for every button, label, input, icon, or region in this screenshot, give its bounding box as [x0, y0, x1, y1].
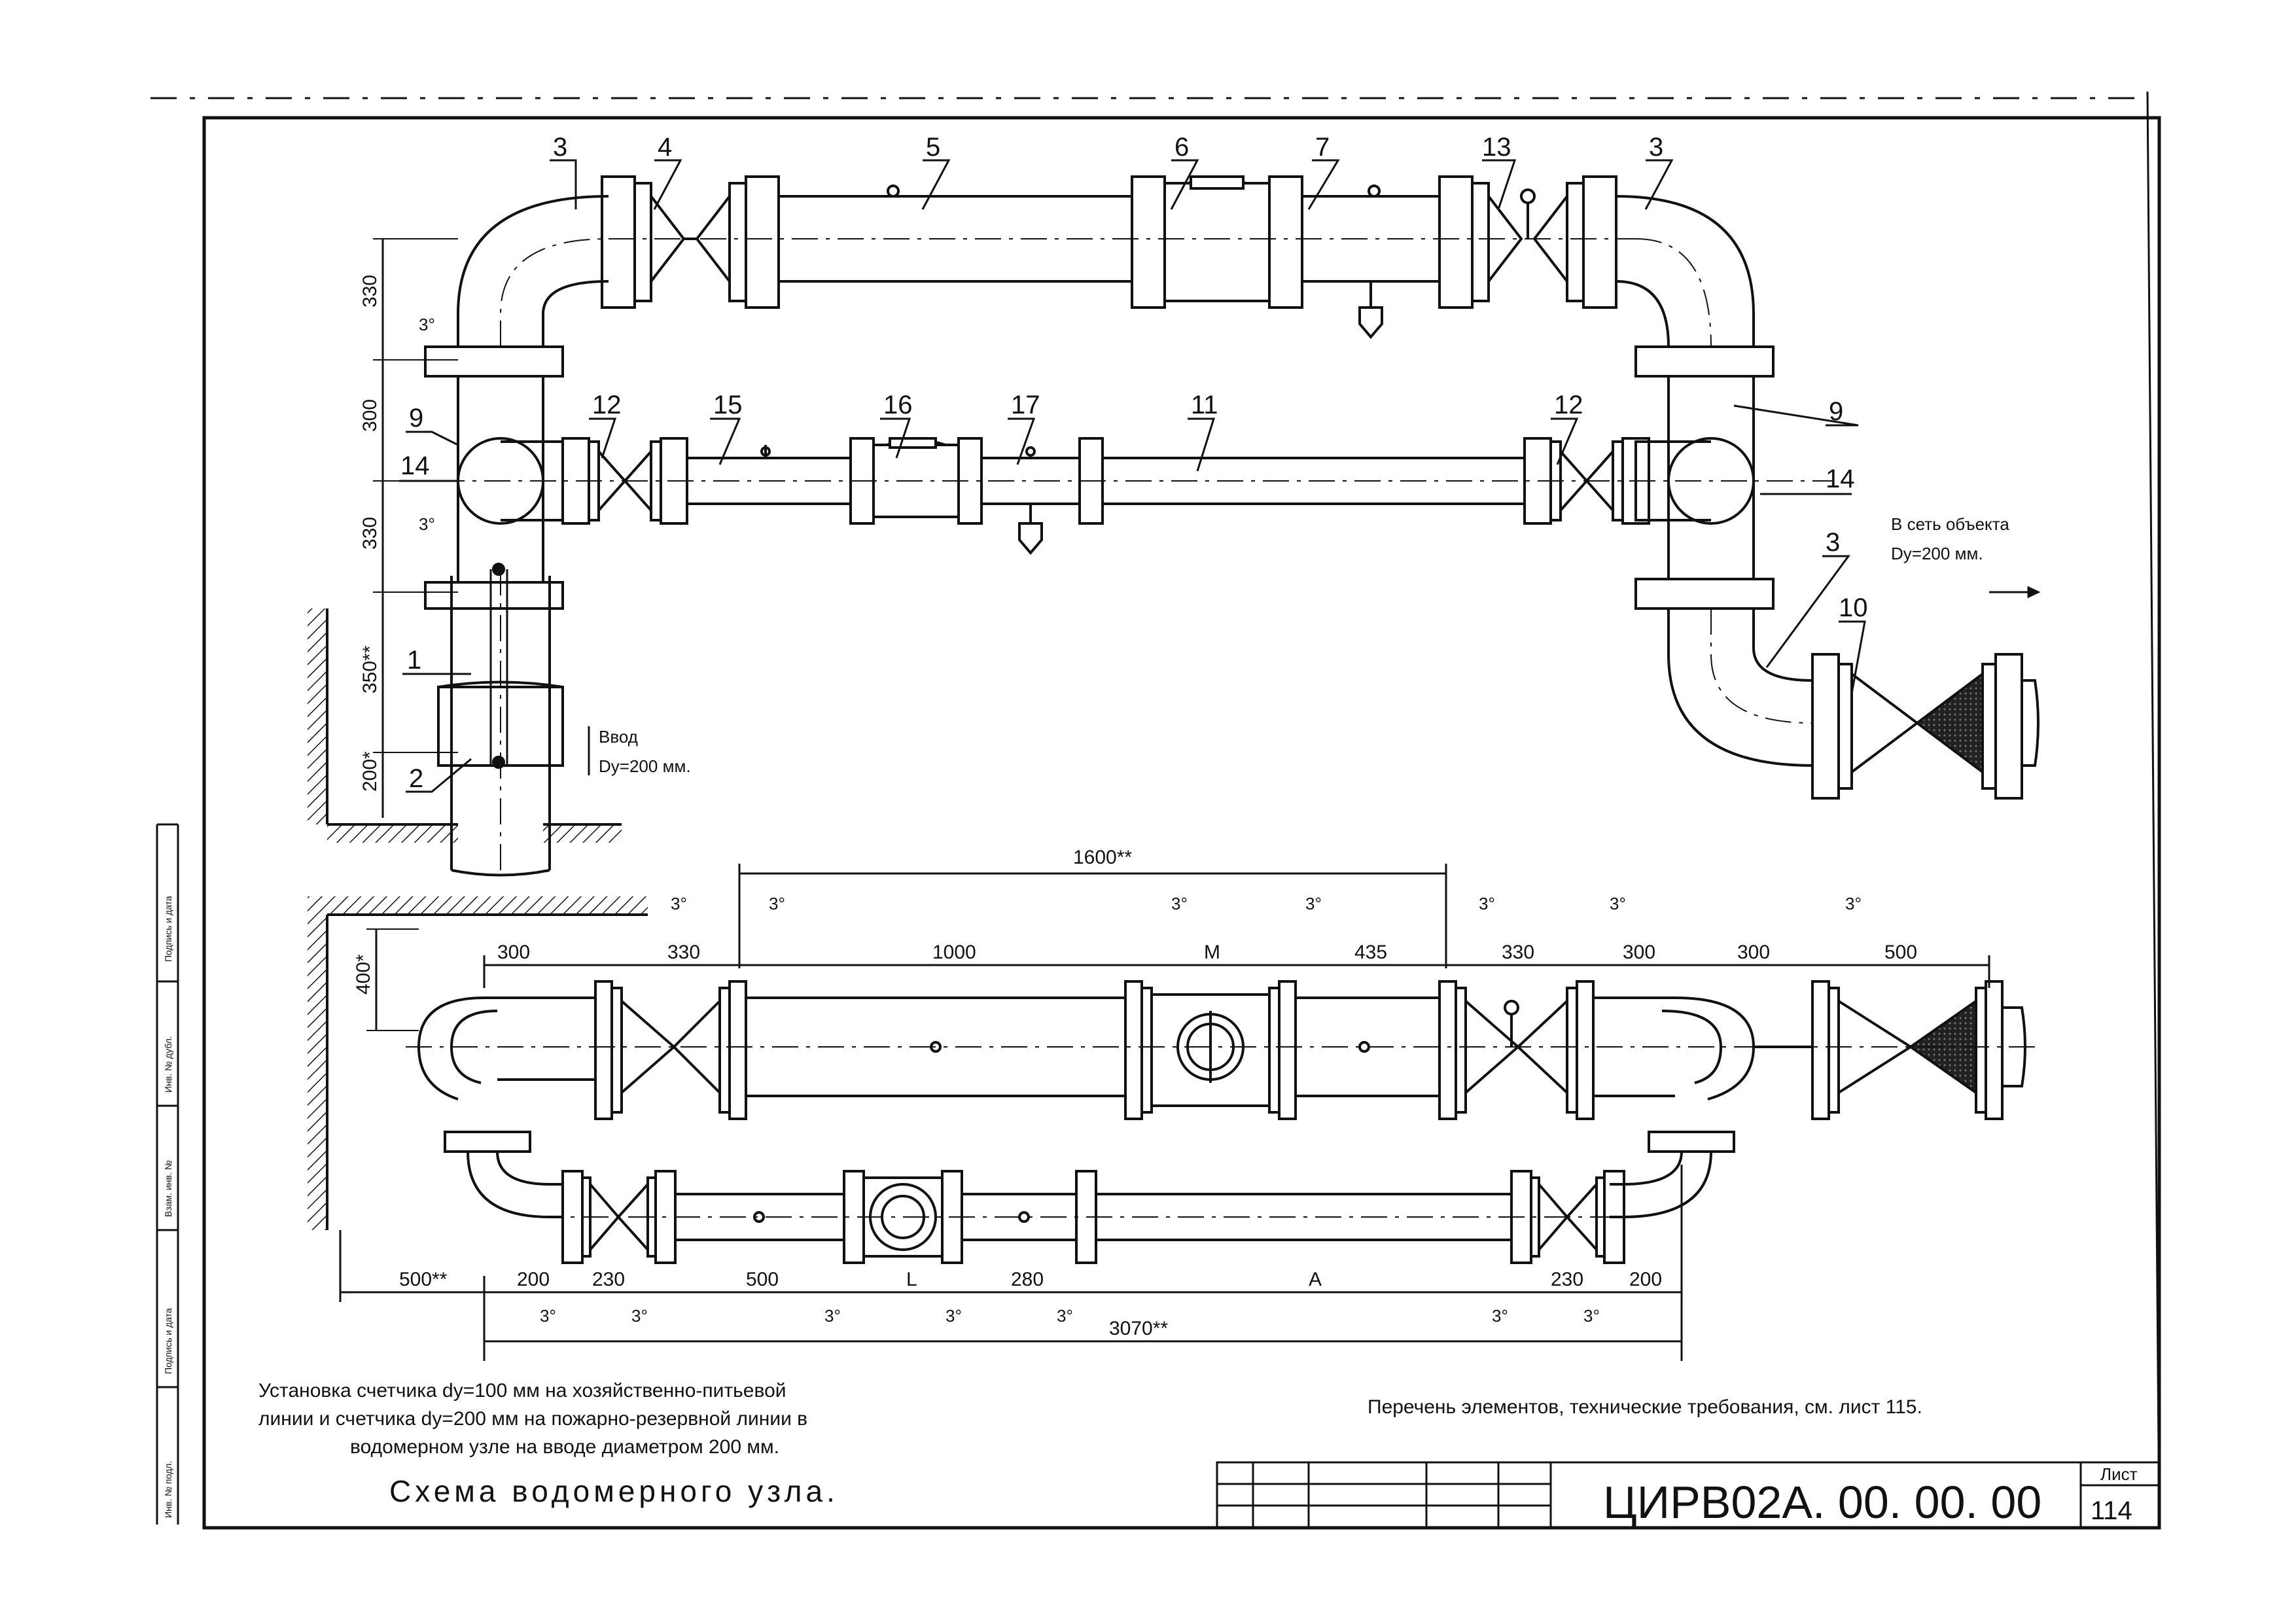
plan-bottom-dim-7: A — [1309, 1269, 1322, 1290]
pos-1: 1 — [407, 646, 421, 675]
drawing-title: Схема водомерного узла. — [389, 1474, 839, 1508]
outlet-arrow — [1989, 586, 2041, 599]
sheet-frame — [150, 91, 2161, 1530]
plan-bottom-dim-8: 230 — [1551, 1269, 1583, 1290]
plan-bottom-dim-6: 280 — [1011, 1269, 1044, 1290]
plan-top-dim-3: 1000 — [932, 942, 976, 963]
position-leaders — [399, 159, 1866, 793]
plan-dimension-lines — [339, 864, 1990, 1361]
outlet-label-1: В сеть объекта — [1891, 514, 2009, 534]
plan-angle-1: 3° — [671, 894, 687, 913]
plan-angle-7: 3° — [1845, 894, 1862, 913]
plan-top-dim-2: 330 — [667, 942, 700, 963]
outlet-label-2: Dy=200 мм. — [1891, 544, 1983, 563]
plan-view — [308, 896, 2035, 1264]
plan-top-dim-5: 435 — [1354, 942, 1387, 963]
side-label-2: Инв. № дубл. — [163, 1036, 173, 1093]
side-label-1: Подпись и дата — [163, 896, 173, 962]
angle-mark-left-2: 3° — [419, 514, 435, 534]
pos-6: 6 — [1174, 133, 1189, 162]
elevation-dimensions — [373, 238, 458, 818]
pos-12-left: 12 — [592, 391, 622, 419]
plan-bottom-dim-1: 500** — [399, 1269, 448, 1290]
plan-angle-10: 3° — [824, 1306, 841, 1326]
pos-14-left: 14 — [400, 451, 430, 480]
plan-angle-4: 3° — [1305, 894, 1322, 913]
pos-5: 5 — [926, 133, 940, 162]
pos-4: 4 — [658, 133, 672, 162]
pos-11: 11 — [1191, 391, 1218, 419]
elevation-view — [308, 175, 2040, 877]
dim-330-a: 330 — [359, 275, 381, 308]
pos-13: 13 — [1482, 133, 1511, 162]
plan-angle-13: 3° — [1492, 1306, 1508, 1326]
plan-angle-2: 3° — [769, 894, 785, 913]
wall-hatch-vertical — [308, 608, 327, 824]
pos-16: 16 — [883, 391, 913, 419]
plan-angle-5: 3° — [1479, 894, 1495, 913]
side-label-5: Инв. № подл. — [163, 1461, 173, 1518]
floor-hatch — [327, 824, 458, 843]
reference-note: Перечень элементов, технические требован… — [1368, 1396, 1922, 1418]
caption-line-2: линии и счетчика dy=200 мм на пожарно-ре… — [258, 1408, 807, 1430]
title-stamp — [1216, 1461, 2161, 1529]
dim-200: 200* — [359, 751, 381, 792]
plan-top-dim-9: 500 — [1884, 942, 1917, 963]
side-strip — [156, 823, 179, 1525]
plan-bottom-dim-5: L — [906, 1269, 917, 1290]
pos-14-right: 14 — [1826, 465, 1855, 493]
pos-3-right: 3 — [1649, 133, 1663, 162]
side-label-3: Взам. инв. № — [163, 1160, 173, 1217]
pos-12-right: 12 — [1554, 391, 1583, 419]
side-label-4: Подпись и дата — [163, 1308, 173, 1374]
plan-angle-3: 3° — [1171, 894, 1188, 913]
dim-300: 300 — [359, 399, 381, 432]
plan-top-dim-7: 300 — [1623, 942, 1655, 963]
pos-15: 15 — [713, 391, 743, 419]
plan-top-dim-4: M — [1204, 942, 1220, 963]
pos-3-outlet: 3 — [1826, 528, 1840, 557]
pos-3-left: 3 — [553, 133, 567, 162]
plan-bottom-dim-3: 230 — [592, 1269, 625, 1290]
plan-overall-bottom: 3070** — [1109, 1318, 1168, 1339]
sheet-number: 114 — [2091, 1496, 2132, 1525]
pos-9-left: 9 — [409, 404, 423, 432]
plan-angle-14: 3° — [1583, 1306, 1600, 1326]
pos-2: 2 — [409, 764, 423, 793]
sheet-label: Лист — [2100, 1464, 2138, 1484]
pos-17: 17 — [1011, 391, 1040, 419]
caption-line-1: Установка счетчика dy=100 мм на хозяйств… — [258, 1380, 786, 1402]
plan-bottom-dim-9: 200 — [1629, 1269, 1662, 1290]
plan-overall-top: 1600** — [1073, 847, 1132, 868]
angle-mark-left-1: 3° — [419, 315, 435, 334]
pos-9-right: 9 — [1829, 397, 1843, 426]
dim-350: 350** — [359, 645, 381, 694]
inlet-label-1: Ввод — [599, 727, 638, 747]
plan-angle-12: 3° — [1057, 1306, 1073, 1326]
plan-top-dim-8: 300 — [1737, 942, 1770, 963]
plan-angle-11: 3° — [945, 1306, 962, 1326]
inlet-label-2: Dy=200 мм. — [599, 756, 691, 776]
plan-angle-9: 3° — [631, 1306, 648, 1326]
plan-top-dim-1: 300 — [497, 942, 530, 963]
plan-bottom-dim-4: 500 — [746, 1269, 779, 1290]
plan-angle-8: 3° — [540, 1306, 556, 1326]
pos-10: 10 — [1839, 593, 1868, 622]
plan-bottom-dim-2: 200 — [517, 1269, 550, 1290]
plan-top-dim-6: 330 — [1502, 942, 1534, 963]
plan-angle-6: 3° — [1610, 894, 1626, 913]
caption-line-3: водомерном узле на вводе диаметром 200 м… — [350, 1436, 779, 1458]
dim-400: 400* — [353, 954, 374, 995]
pos-7: 7 — [1315, 133, 1330, 162]
dim-330-b: 330 — [359, 517, 381, 550]
drawing-code: ЦИРВ02А. 00. 00. 00 — [1603, 1477, 2041, 1528]
